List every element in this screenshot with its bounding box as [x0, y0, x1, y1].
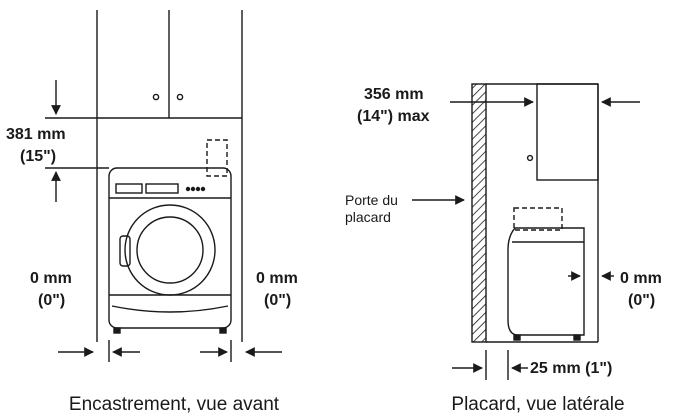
side-clearance-metric: 0 mm [620, 270, 662, 287]
outlet-box [206, 139, 228, 177]
cabinet-knob-left [152, 93, 160, 101]
closet-door [471, 83, 487, 343]
upper-cabinet [97, 10, 242, 119]
side-clearance-imperial: (0") [628, 292, 655, 309]
side-view [412, 83, 640, 380]
washer-side [507, 207, 585, 341]
front-view [45, 10, 282, 362]
washer-front [108, 139, 232, 334]
control-panel-window [115, 183, 143, 194]
washer-door-outer [124, 204, 216, 296]
top-depth-imperial: (14") max [357, 108, 430, 125]
right-clearance-imperial: (0") [264, 292, 291, 309]
top-clearance-metric: 381 mm [6, 126, 66, 143]
front-view-caption: Encastrement, vue avant [69, 394, 280, 415]
left-clearance-metric: 0 mm [30, 270, 72, 287]
cabinet-knob-right [176, 93, 184, 101]
side-upper-cabinet [536, 83, 599, 181]
control-panel-display [145, 183, 179, 194]
side-view-caption: Placard, vue latérale [451, 394, 624, 415]
washer-door-inner [136, 216, 204, 284]
bottom-clearance-label: 25 mm (1") [530, 360, 612, 377]
top-clearance-dimension [45, 80, 109, 202]
door-label-line2: placard [345, 209, 391, 225]
side-outlet-box [513, 207, 563, 231]
door-label-line1: Porte du [345, 192, 398, 208]
door-handle [119, 235, 131, 267]
top-depth-metric: 356 mm [364, 86, 424, 103]
top-clearance-imperial: (15") [20, 148, 56, 165]
right-clearance-metric: 0 mm [256, 270, 298, 287]
left-clearance-imperial: (0") [38, 292, 65, 309]
side-clearance-dimension [58, 340, 282, 362]
